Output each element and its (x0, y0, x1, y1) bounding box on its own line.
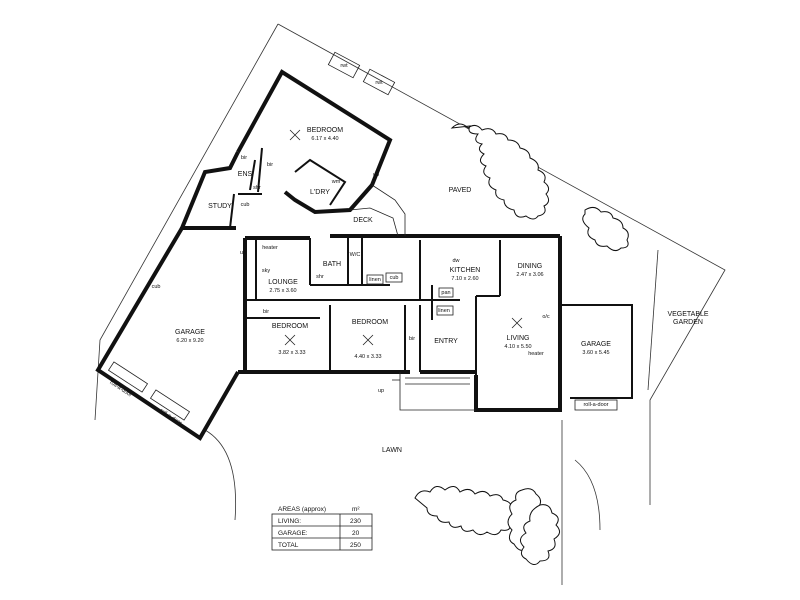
fixture-boxes (107, 272, 618, 421)
bedroom-3-name: BEDROOM (352, 319, 388, 326)
dw-label: dw (452, 258, 459, 264)
hedges (414, 123, 629, 565)
up-label: up (240, 250, 246, 256)
garage-right-name: GARAGE (581, 341, 611, 348)
bir-label: bir (409, 336, 415, 342)
areas-row-label: TOTAL (278, 542, 299, 549)
cub-label: cub (186, 226, 195, 232)
cub-label: cub (241, 202, 250, 208)
dining-dims: 2.47 x 3.06 (516, 272, 543, 278)
light-fixtures (284, 129, 523, 346)
areas-row-value: 250 (350, 542, 361, 549)
linen-label: linen (369, 277, 381, 283)
lawn-label: LAWN (382, 447, 402, 454)
kitchen-name: KITCHEN (450, 267, 481, 274)
entry-label: ENTRY (434, 338, 458, 345)
areas-row-label: LIVING: (278, 518, 301, 525)
areas-row-value: 20 (352, 530, 360, 537)
areas-table: AREAS (approx) m² LIVING: 230 GARAGE: 20… (271, 506, 373, 551)
room-labels: BEDROOM 6.17 x 4.40 ENS STUDY L'DRY DECK… (175, 127, 709, 454)
linen-label: linen (438, 308, 450, 314)
lounge-name: LOUNGE (268, 279, 298, 286)
ens-label: ENS (238, 171, 253, 178)
paved-label: PAVED (449, 187, 472, 194)
living-name: LIVING (507, 335, 530, 342)
bedroom-main-name: BEDROOM (307, 127, 343, 134)
heater-label: heater (528, 351, 544, 357)
up-label: up (373, 172, 379, 178)
areas-row-label: GARAGE: (278, 530, 308, 537)
wm-label: wm (331, 179, 341, 185)
areas-table-title: AREAS (approx) (278, 506, 326, 513)
rwt-label: rwt (340, 63, 348, 69)
bir-label: bir (263, 309, 269, 315)
dining-name: DINING (518, 263, 543, 270)
bedroom-main-dims: 6.17 x 4.40 (311, 136, 338, 142)
cub-label: cub (390, 275, 399, 281)
roll-a-door-label: roll-a-door (583, 402, 608, 408)
sky-label: sky (262, 268, 271, 274)
bir-label: bir (267, 162, 273, 168)
up-label: up (378, 388, 384, 394)
lounge-dims: 2.75 x 3.60 (269, 288, 296, 294)
wc-label: W/C (350, 252, 361, 258)
bedroom-2-dims: 3.82 x 3.33 (278, 350, 305, 356)
laundry-label: L'DRY (310, 189, 330, 196)
study-label: STUDY (208, 203, 232, 210)
shr-label: shr (253, 185, 261, 191)
bath-label: BATH (323, 261, 341, 268)
bedroom-2-name: BEDROOM (272, 323, 308, 330)
areas-row-value: 230 (350, 518, 361, 525)
vegetable-garden-line1: VEGETABLE (667, 311, 708, 318)
deck-detail (349, 184, 476, 411)
areas-table-unit: m² (352, 506, 360, 513)
vegetable-garden-line2: GARDEN (673, 319, 703, 326)
exterior-walls (95, 69, 633, 441)
heater-label: heater (262, 245, 278, 251)
garage-left-dims: 6.20 x 9.20 (176, 338, 203, 344)
kitchen-dims: 7.10 x 2.60 (451, 276, 478, 282)
interior-walls (229, 147, 501, 375)
garage-left-name: GARAGE (175, 329, 205, 336)
rwt-label: rwt (375, 80, 383, 86)
rainwater-tanks: rwt rwt (327, 51, 396, 96)
cub-label: cub (152, 284, 161, 290)
shr-label: shr (316, 274, 324, 280)
living-dims: 4.10 x 5.50 (504, 344, 531, 350)
pan-label: pan (441, 290, 450, 296)
bedroom-3-dims: 4.40 x 3.33 (354, 354, 381, 360)
oc-label: o/c (542, 314, 550, 320)
garage-right-dims: 3.60 x 5.45 (582, 350, 609, 356)
bir-label: bir (241, 155, 247, 161)
deck-label: DECK (353, 217, 373, 224)
